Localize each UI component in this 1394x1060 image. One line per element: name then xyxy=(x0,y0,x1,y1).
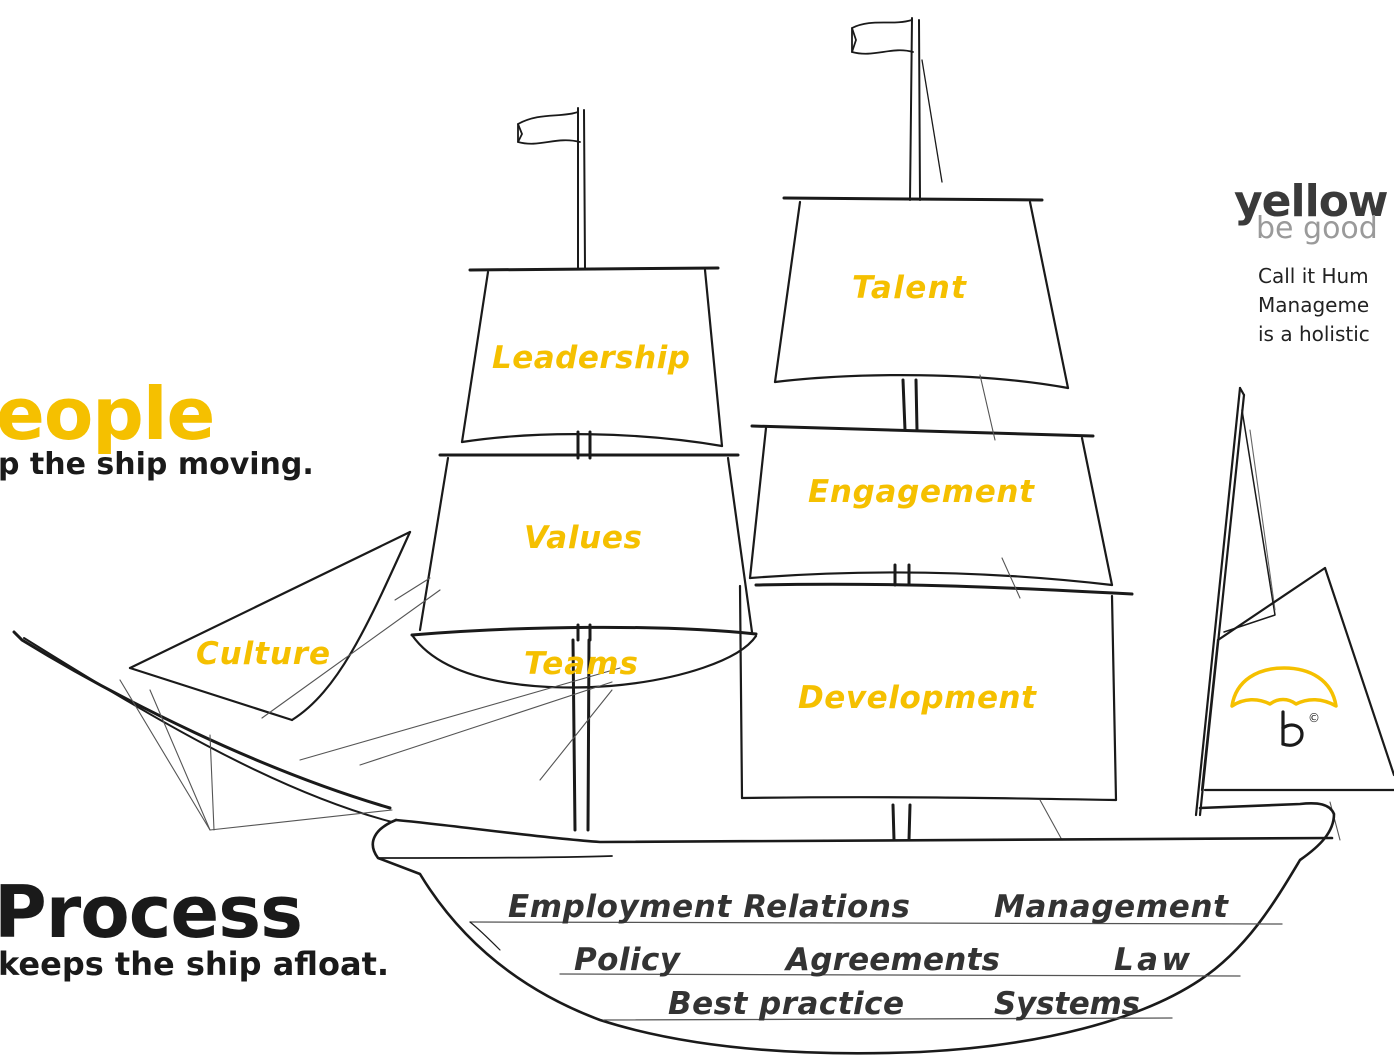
hull-label-policy: Policy xyxy=(574,942,682,978)
side-text-line-3: is a holistic xyxy=(1258,322,1370,346)
hull-label-best-practice: Best practice xyxy=(668,986,904,1022)
sail-teams-shape xyxy=(410,625,758,689)
mast-front xyxy=(571,107,592,832)
brand-tagline: be good xyxy=(1256,211,1378,246)
sail-label-teams: Teams xyxy=(524,646,638,682)
flag-front xyxy=(517,111,581,145)
sail-leadership-shape xyxy=(460,266,724,448)
subheading-process: keeps the ship afloat. xyxy=(0,945,390,983)
heading-people: eople xyxy=(0,372,215,456)
side-text-line-2: Manageme xyxy=(1258,293,1370,317)
sail-label-leadership: Leadership xyxy=(492,340,690,376)
sail-talent-shape xyxy=(773,196,1070,390)
umbrella-b-mark xyxy=(1281,710,1304,747)
hull-label-law: Law xyxy=(1114,942,1190,978)
sail-engagement-shape xyxy=(748,424,1114,587)
sail-rear-lower xyxy=(1200,566,1394,792)
flag-main xyxy=(851,19,914,55)
heading-process: Process xyxy=(0,870,303,954)
rigging-lines xyxy=(119,374,1341,841)
sail-label-engagement: Engagement xyxy=(808,474,1035,510)
sail-label-development: Development xyxy=(798,680,1037,716)
subheading-people: p the ship moving. xyxy=(0,447,314,482)
hull-shape xyxy=(371,802,1336,1055)
hull-label-systems: Systems xyxy=(994,986,1140,1022)
hull-label-agreements: Agreements xyxy=(783,942,1000,978)
side-text-line-1: Call it Hum xyxy=(1258,264,1369,288)
hull-label-employment-relations: Employment Relations xyxy=(508,889,910,925)
sail-rear-upper xyxy=(1223,409,1276,633)
sail-label-culture: Culture xyxy=(196,636,330,672)
hull-label-management: Management xyxy=(994,889,1229,925)
mast-rear xyxy=(1194,386,1246,817)
copyright-symbol: © xyxy=(1308,711,1320,725)
bowsprit xyxy=(12,630,393,823)
sail-label-talent: Talent xyxy=(852,270,967,306)
sail-culture-shape xyxy=(128,530,412,722)
mast-main xyxy=(891,17,943,842)
sail-development-shape xyxy=(738,582,1134,802)
brand-logo: yellow xyxy=(1234,176,1389,227)
umbrella-logo-icon xyxy=(1230,666,1338,708)
side-description: Call it Hum Manageme is a holistic xyxy=(1258,262,1370,349)
sail-label-values: Values xyxy=(524,520,642,556)
